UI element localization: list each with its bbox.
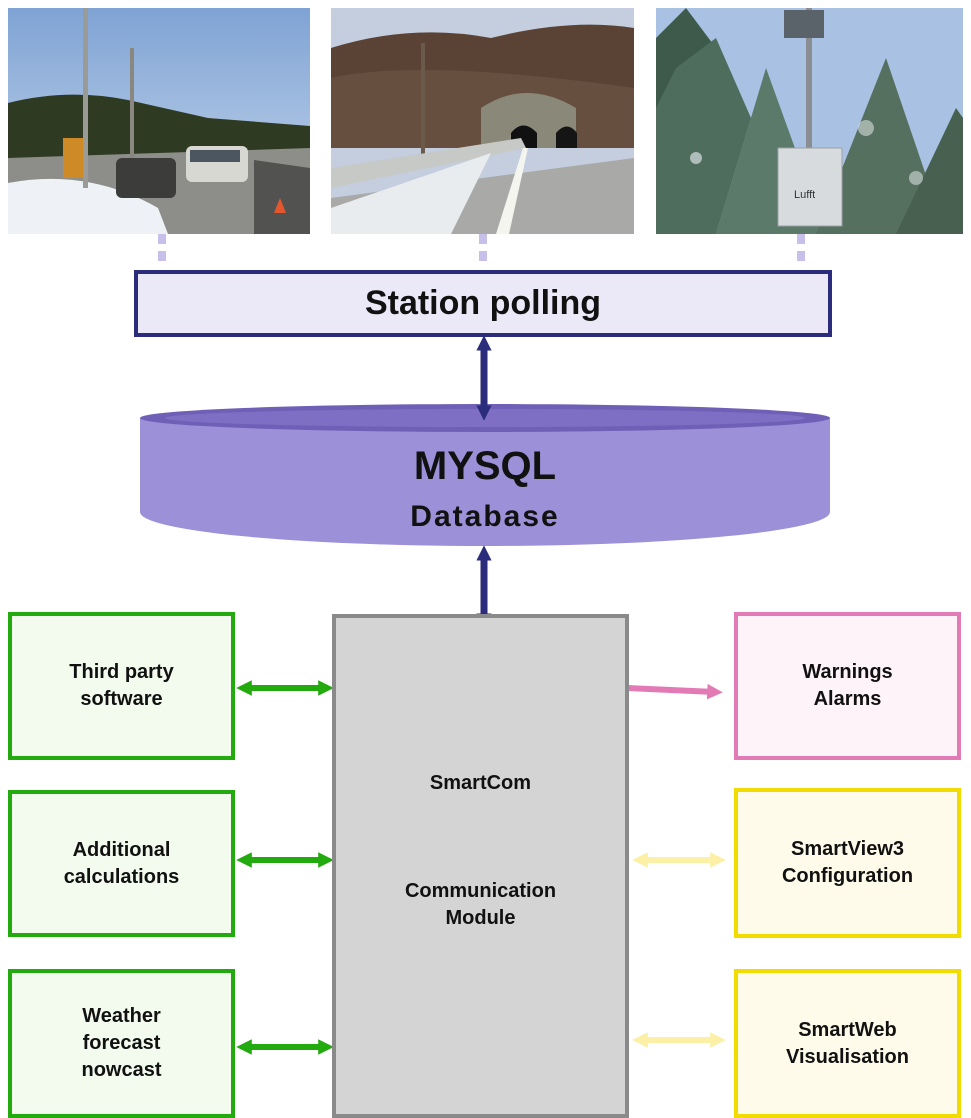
database-subtitle: Database [410, 500, 560, 533]
photo-snowy-station: Lufft [656, 8, 963, 234]
smartview3-label: SmartView3 Configuration [781, 838, 914, 887]
smartcom-spacer [405, 824, 556, 851]
database-title: MYSQL [413, 444, 557, 488]
weather-forecast-box: Weather forecast nowcast [8, 969, 235, 1118]
third-party-software-label: Third party software [69, 661, 174, 710]
station-polling-label: Station polling [364, 284, 602, 322]
smartweb-label: SmartWeb Visualisation [785, 1018, 909, 1068]
mysql-database-cylinder [140, 404, 830, 546]
photo-tunnel-road [331, 8, 634, 234]
photo-roadside-station [8, 8, 310, 234]
station-polling-box: Station polling [134, 270, 832, 337]
smartcom-description: Communication Module [404, 880, 557, 929]
warnings-alarms-box: Warnings Alarms [734, 612, 961, 760]
connector-photo-2 [479, 234, 487, 268]
smartcom-module-box: SmartCom Communication Module [332, 614, 629, 1118]
smartcom-text: SmartCom Communication Module [405, 743, 556, 959]
additional-calculations-label: Additional calculations [63, 838, 180, 888]
smartcom-name: SmartCom [429, 772, 532, 794]
smartweb-box: SmartWeb Visualisation [734, 969, 961, 1118]
arrow-smartcom-warnings [627, 683, 723, 700]
weather-forecast-label: Weather forecast nowcast [81, 1005, 162, 1081]
additional-calculations-box: Additional calculations [8, 790, 235, 937]
third-party-software-box: Third party software [8, 612, 235, 760]
photo-sign-text: Lufft [794, 189, 815, 201]
warnings-alarms-label: Warnings Alarms [802, 661, 893, 710]
smartview3-box: SmartView3 Configuration [734, 788, 961, 938]
connector-photo-3 [797, 234, 805, 268]
connector-photo-1 [158, 234, 166, 268]
